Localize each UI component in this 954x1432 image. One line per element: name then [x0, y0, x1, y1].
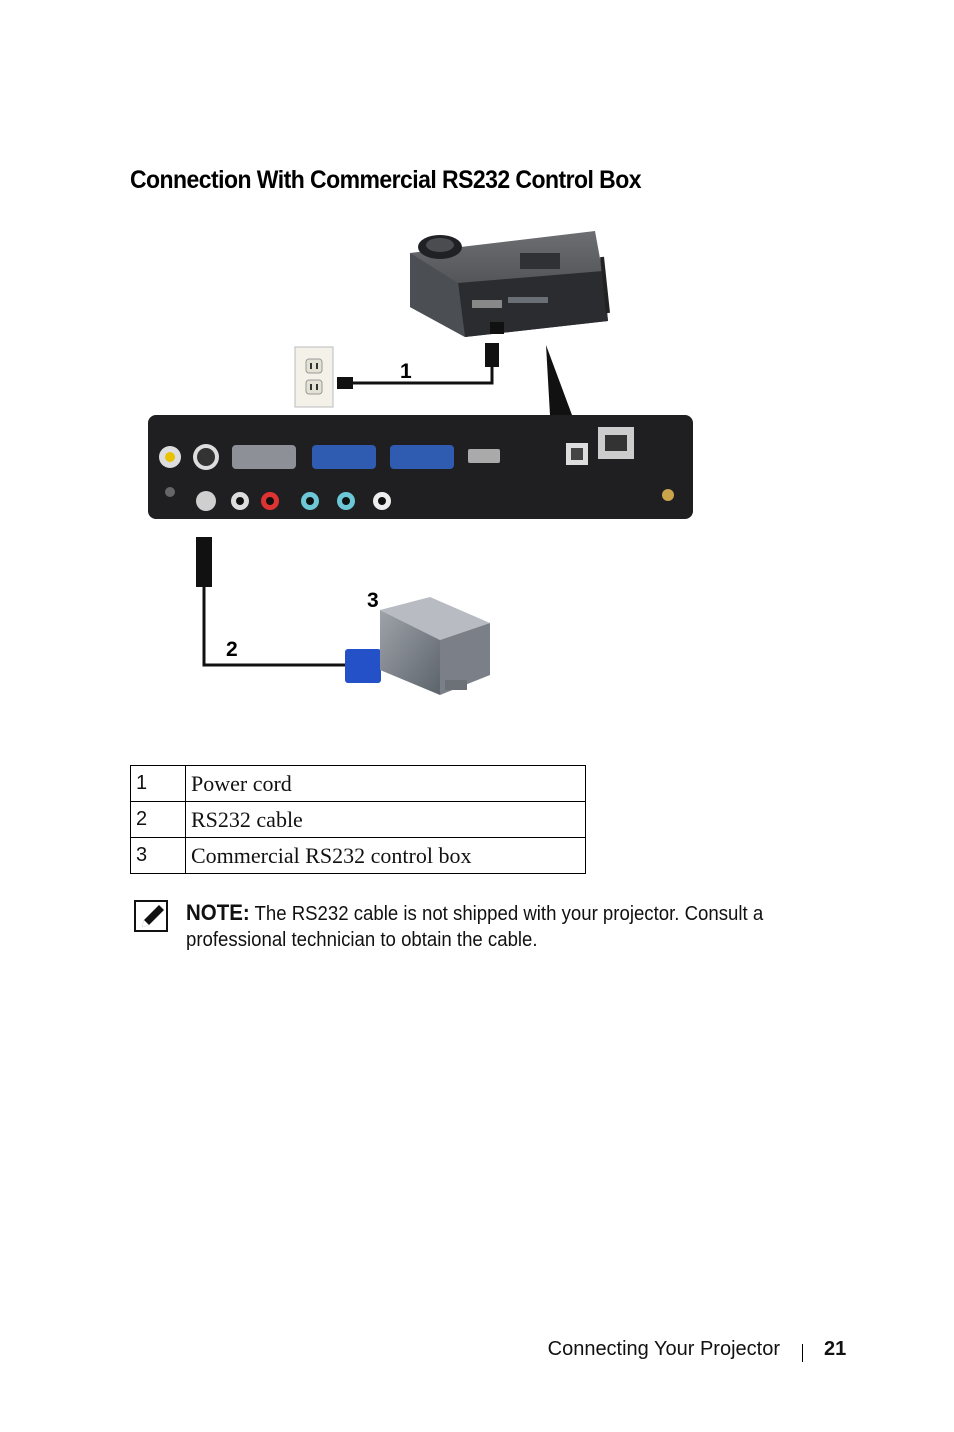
note-label: NOTE: — [186, 900, 250, 925]
table-row: 3 Commercial RS232 control box — [130, 837, 586, 874]
note-block: NOTE: The RS232 cable is not shipped wit… — [186, 900, 781, 953]
footer-section-title: Connecting Your Projector — [547, 1338, 780, 1360]
diagram-art — [148, 231, 693, 695]
legend-number: 3 — [130, 837, 186, 874]
callout-3: 3 — [367, 589, 379, 612]
page-title: Connection With Commercial RS232 Control… — [130, 166, 642, 194]
wall-outlet-illustration — [294, 346, 334, 408]
callout-1: 1 — [400, 360, 412, 383]
footer-divider — [802, 1344, 803, 1362]
power-cord-illustration — [337, 343, 499, 389]
legend-description: RS232 cable — [185, 801, 586, 838]
table-row: 1 Power cord — [130, 765, 586, 802]
page-number: 21 — [824, 1338, 847, 1360]
control-box-illustration — [380, 597, 490, 695]
legend-description: Power cord — [185, 765, 586, 802]
rs232-cable-illustration — [196, 537, 381, 683]
connection-diagram: 1 2 3 — [140, 225, 720, 715]
note-pencil-icon — [134, 900, 168, 932]
rear-panel-illustration — [148, 415, 693, 519]
projector-illustration — [410, 231, 610, 337]
callout-pointer — [546, 345, 572, 415]
table-row: 2 RS232 cable — [130, 801, 586, 838]
legend-number: 1 — [130, 765, 186, 802]
legend-description: Commercial RS232 control box — [185, 837, 586, 874]
legend-number: 2 — [130, 801, 186, 838]
callout-2: 2 — [226, 638, 238, 661]
legend-table: 1 Power cord 2 RS232 cable 3 Commercial … — [130, 765, 586, 874]
note-text: The RS232 cable is not shipped with your… — [186, 903, 764, 951]
